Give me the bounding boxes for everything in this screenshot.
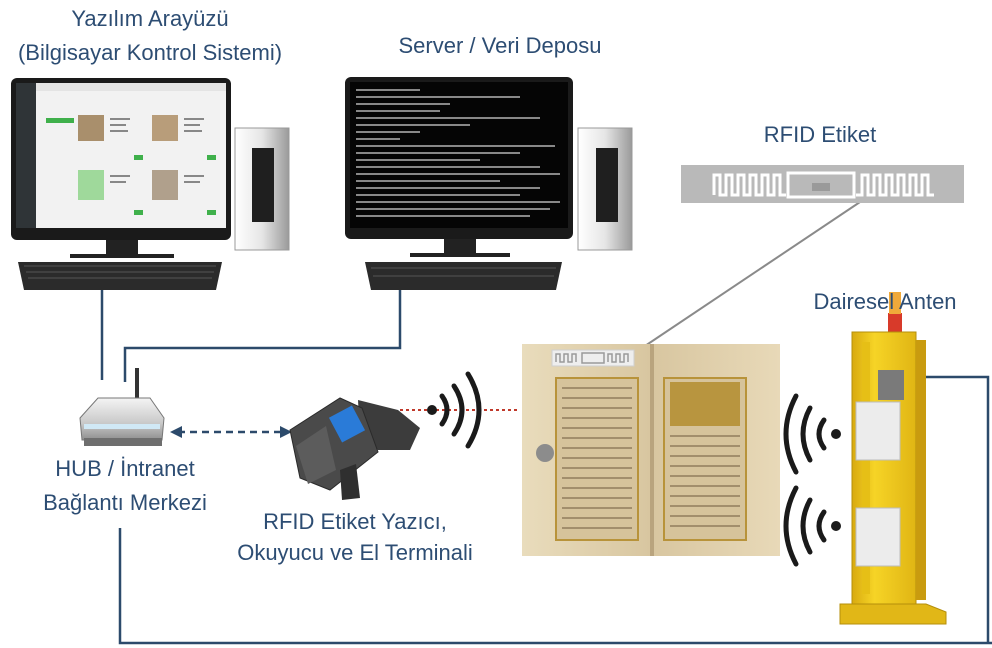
- line-tag-pointer: [635, 197, 867, 353]
- radio-wave-antenna-top: [783, 393, 841, 475]
- radio-wave-antenna-bottom: [783, 485, 841, 567]
- hub-label: HUB / İntranet: [55, 456, 195, 481]
- radio-wave-icon: [427, 371, 482, 449]
- server-computer-icon: [345, 77, 633, 290]
- server-label: Server / Veri Deposu: [398, 33, 602, 58]
- reader-label: RFID Etiket Yazıcı,: [263, 509, 447, 534]
- hub-sublabel: Bağlantı Merkezi: [43, 490, 207, 515]
- rfid-gate-antenna-icon: [839, 292, 947, 625]
- line-server-to-hub: [123, 290, 402, 382]
- rfid-tag-icon: [681, 165, 964, 203]
- manuscript-book-icon: [522, 344, 780, 556]
- handheld-rfid-reader-icon: [289, 397, 420, 500]
- arrow-head-right: [280, 426, 292, 438]
- software-interface-label: Yazılım Arayüzü: [71, 6, 229, 31]
- router-icon: [79, 368, 165, 446]
- line-antenna-side: [920, 375, 990, 643]
- reader-sublabel: Okuyucu ve El Terminali: [237, 540, 473, 565]
- desktop-computer-icon: [11, 78, 290, 290]
- connection-lines: [100, 197, 992, 645]
- line-hub-to-antenna: [118, 528, 992, 645]
- software-interface-sublabel: (Bilgisayar Kontrol Sistemi): [17, 40, 283, 65]
- rfid-tag-label: RFID Etiket: [763, 122, 877, 147]
- arrow-head-left: [170, 426, 182, 438]
- antenna-label: Dairesel Anten: [813, 289, 957, 314]
